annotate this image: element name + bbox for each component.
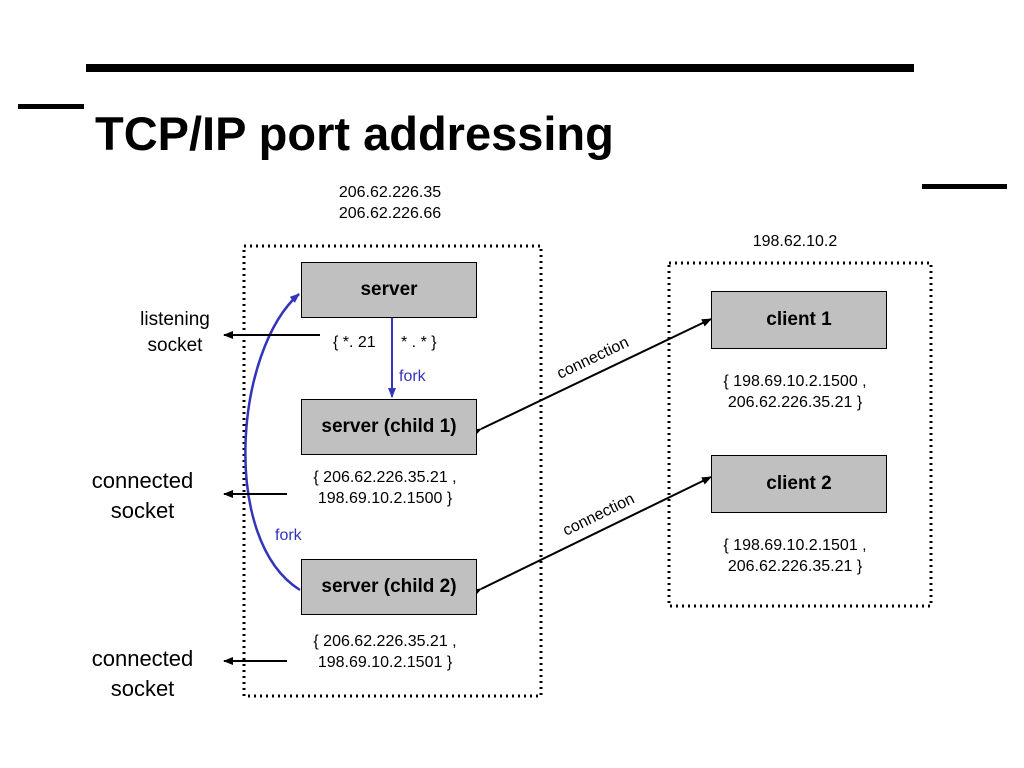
connected-socket-label-1-line1: connected: [91, 468, 194, 493]
server-ip-1: 206.62.226.35: [338, 184, 442, 201]
fork-label-2: fork: [275, 527, 303, 544]
client-2-node: client 2: [711, 455, 887, 513]
client1-socket-local: { 198.69.10.2.1500 ,: [723, 373, 867, 390]
connection-arrow-2: [471, 476, 712, 597]
client2-socket-remote: 206.62.226.35.21 }: [727, 558, 863, 575]
right-accent: [922, 184, 1007, 189]
slide-title: TCP/IP port addressing: [95, 107, 614, 160]
connection-arrow-1: [471, 318, 712, 437]
title-left-accent: [18, 104, 84, 109]
server-ip-2: 206.62.226.66: [338, 205, 442, 222]
listening-socket-label-line1: listening: [140, 309, 210, 330]
top-rule: [86, 64, 914, 72]
listening-socket-remote: * . * }: [401, 334, 437, 351]
client1-socket-remote: 206.62.226.35.21 }: [727, 394, 863, 411]
child1-socket-local: { 206.62.226.35.21 ,: [313, 469, 457, 486]
connected-socket-label-1: connected socket: [75, 466, 210, 526]
listening-socket-local: { *. 21: [333, 334, 376, 351]
server-child-2-node: server (child 2): [301, 559, 477, 615]
listening-socket-label: listening socket: [120, 307, 230, 359]
fork-label-1: fork: [399, 368, 427, 385]
client2-socket-pair: { 198.69.10.2.1501 , 206.62.226.35.21 }: [700, 535, 890, 577]
connected-socket-label-2-line2: socket: [110, 676, 175, 701]
child1-socket-pair: { 206.62.226.35.21 , 198.69.10.2.1500 }: [290, 467, 480, 509]
server-host-boundary: [242, 244, 543, 698]
child1-socket-remote: 198.69.10.2.1500 }: [317, 490, 453, 507]
listening-socket-label-line2: socket: [147, 335, 203, 356]
child2-socket-remote: 198.69.10.2.1501 }: [317, 654, 453, 671]
server-node: server: [301, 262, 477, 318]
server-child-1-node: server (child 1): [301, 399, 477, 455]
child2-socket-local: { 206.62.226.35.21 ,: [313, 633, 457, 650]
client-ip: 198.62.10.2: [752, 233, 838, 250]
client-1-node: client 1: [711, 291, 887, 349]
client2-socket-local: { 198.69.10.2.1501 ,: [723, 537, 867, 554]
client1-socket-pair: { 198.69.10.2.1500 , 206.62.226.35.21 }: [700, 371, 890, 413]
connected-socket-label-1-line2: socket: [110, 498, 175, 523]
fork-arrow-child2: [244, 293, 301, 592]
connected-socket-label-2: connected socket: [75, 644, 210, 704]
connected-socket-label-2-line1: connected: [91, 646, 194, 671]
server-ip-list: 206.62.226.35 206.62.226.66: [300, 182, 480, 224]
child2-socket-pair: { 206.62.226.35.21 , 198.69.10.2.1501 }: [290, 631, 480, 673]
